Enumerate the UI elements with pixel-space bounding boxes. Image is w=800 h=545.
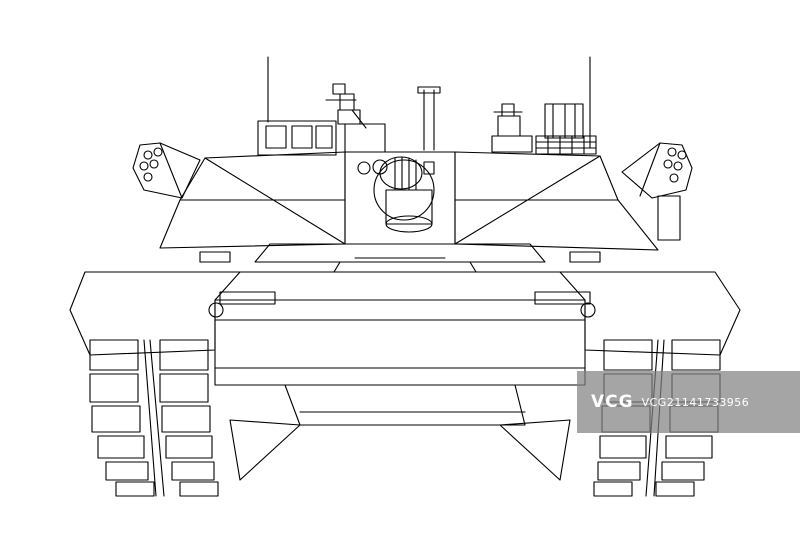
sight-box-left <box>257 120 337 156</box>
center-mast <box>417 86 441 151</box>
sight-box-right <box>535 103 597 155</box>
hull-front <box>69 271 741 426</box>
antennas <box>267 56 591 149</box>
machine-gun-right <box>491 103 533 153</box>
main-gun <box>357 156 435 233</box>
turret <box>159 151 659 273</box>
track-left <box>89 339 301 497</box>
watermark: VCG VCG21141733956 <box>577 371 800 433</box>
smoke-launcher-right <box>621 142 693 241</box>
watermark-logo: VCG <box>591 392 634 412</box>
machine-gun-left <box>325 83 386 153</box>
smoke-launcher-left <box>132 142 201 199</box>
watermark-id: VCG21141733956 <box>641 395 750 409</box>
